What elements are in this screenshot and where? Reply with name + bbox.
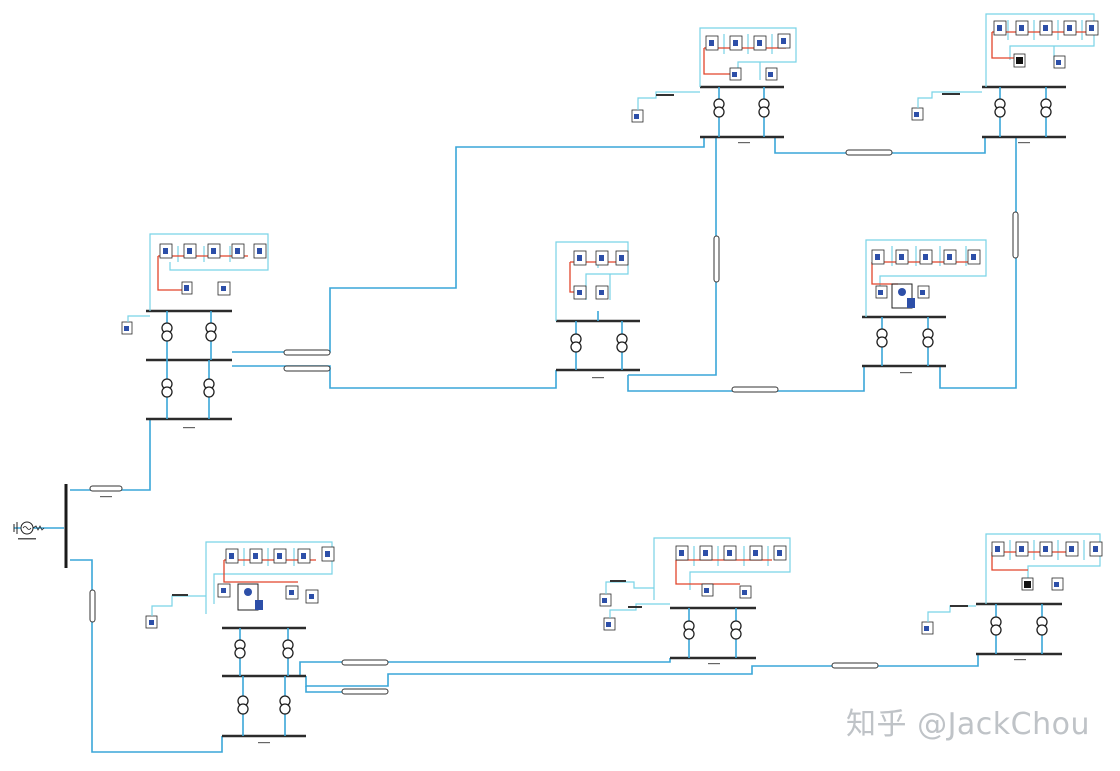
substation-lower-right (921, 533, 1103, 656)
substation-middle-right (862, 239, 987, 368)
substation-lower-left (145, 541, 335, 738)
transmission-line-icon (89, 149, 1019, 695)
substation-top-middle (631, 27, 797, 139)
substation-top-right (911, 13, 1099, 139)
ac-source-icon (13, 521, 45, 540)
substation-lower-center (599, 537, 791, 660)
bus-label-marks (100, 142, 1030, 744)
watermark-text: 知乎 @JackChou (846, 707, 1090, 742)
substation-upper-left (121, 233, 269, 421)
substation-middle-center (555, 241, 640, 372)
main-wiring (14, 137, 1017, 753)
